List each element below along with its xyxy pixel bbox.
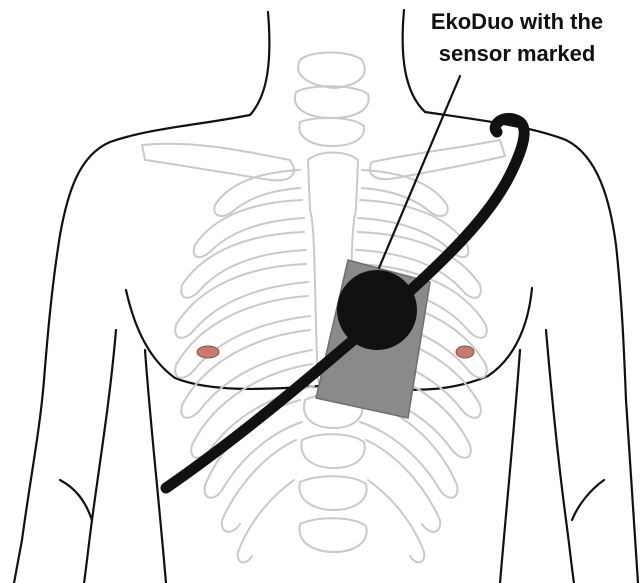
clavicle-left bbox=[142, 144, 294, 181]
rib-left-4 bbox=[175, 264, 308, 338]
rib-left-10 bbox=[238, 480, 294, 562]
neck-left bbox=[250, 12, 269, 115]
arm-left-inner bbox=[84, 330, 116, 583]
rib-left-1 bbox=[214, 170, 300, 216]
callout-line-1: EkoDuo with the bbox=[404, 6, 630, 38]
rib-left-5 bbox=[175, 296, 310, 378]
nipple-left bbox=[197, 346, 219, 358]
rib-left-2 bbox=[194, 200, 304, 257]
arm-right-inner bbox=[546, 330, 574, 583]
torso-outline bbox=[14, 10, 638, 583]
shoulder-right bbox=[425, 112, 638, 583]
pec-left bbox=[126, 290, 320, 389]
rib-right-10 bbox=[368, 480, 424, 562]
callout-line-2: sensor marked bbox=[404, 38, 630, 70]
callout-label: EkoDuo with the sensor marked bbox=[404, 6, 630, 70]
nipple-right bbox=[456, 346, 474, 358]
rib-left-7 bbox=[191, 364, 314, 458]
rib-left-6 bbox=[181, 330, 312, 418]
cervical-spine bbox=[295, 53, 369, 147]
armpit-left bbox=[60, 480, 92, 520]
lumbar-spine bbox=[299, 394, 366, 552]
skeleton bbox=[142, 53, 505, 563]
armpit-right bbox=[572, 480, 604, 520]
flank-right bbox=[500, 350, 520, 583]
flank-left bbox=[145, 350, 166, 583]
